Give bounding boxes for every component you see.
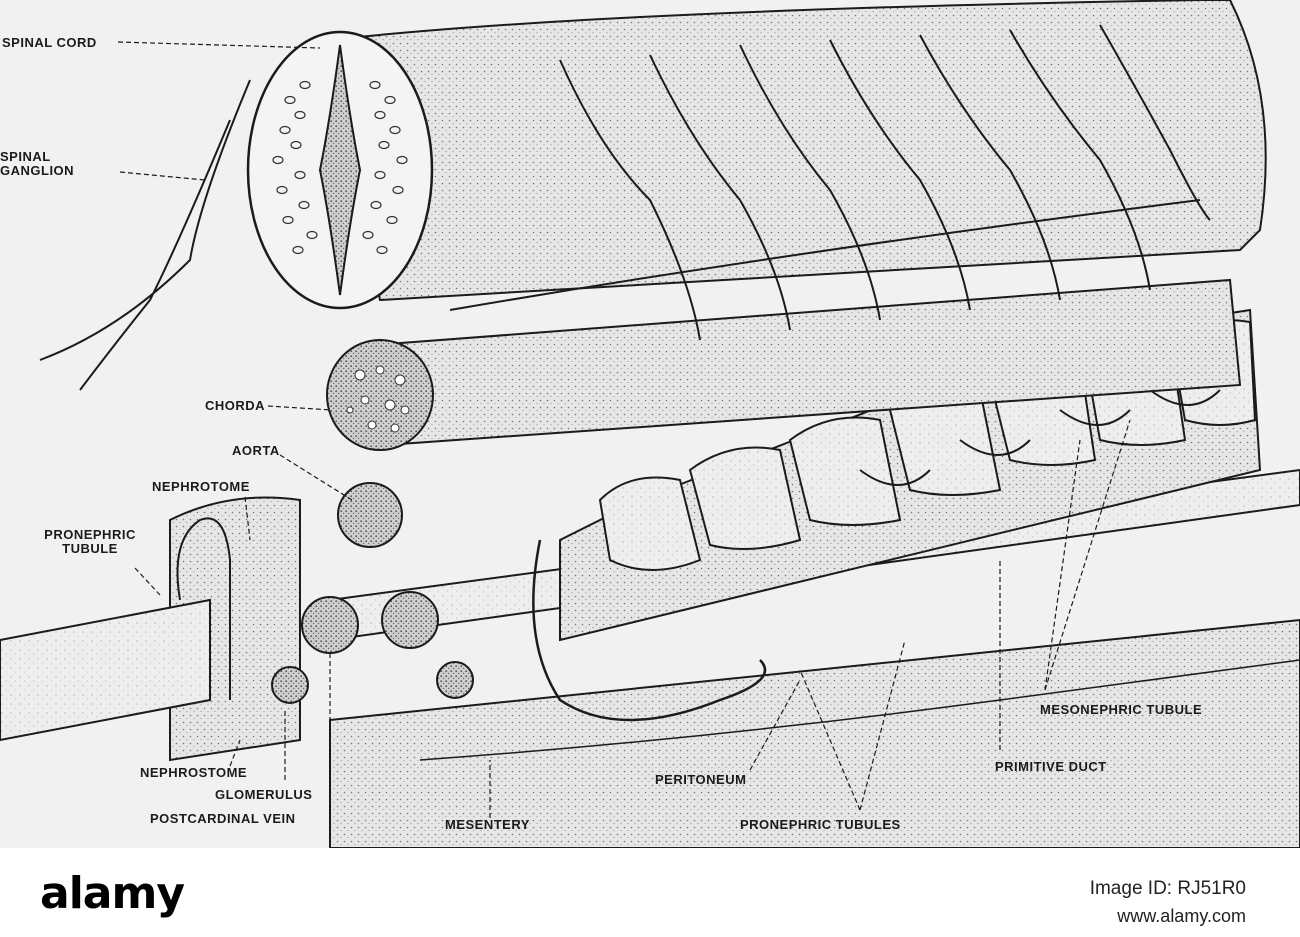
label-nephrotome: NEPHROTOME — [152, 479, 250, 494]
label-pronephric-tubules: PRONEPHRIC TUBULES — [740, 817, 901, 832]
mesonephric-tubule-loops — [859, 389, 1221, 486]
label-mesentery: MESENTERY — [445, 817, 530, 832]
label-spinal-cord: SPINAL CORD — [2, 35, 97, 50]
label-spinal-ganglion: SPINAL GANGLION — [0, 149, 75, 178]
label-chorda: CHORDA — [205, 398, 266, 413]
spinal-cord-body — [328, 0, 1267, 302]
label-glomerulus: GLOMERULUS — [215, 787, 313, 802]
label-primitive-duct: PRIMITIVE DUCT — [995, 759, 1107, 774]
notochord-section — [326, 339, 434, 451]
pronephric-tubule-loop — [176, 517, 231, 700]
nephrostome-hook — [532, 539, 767, 722]
site-url: www.alamy.com — [1117, 906, 1246, 926]
watermark-footer: alamy Image ID: RJ51R0 www.alamy.com — [0, 848, 1300, 937]
label-aorta: AORTA — [232, 443, 280, 458]
diagram-drawing — [0, 0, 1300, 848]
alamy-logo: alamy — [40, 868, 185, 919]
embryo-kidney-diagram: SPINAL CORD SPINAL GANGLION CHORDA AORTA… — [0, 0, 1300, 848]
label-pronephric-tubule: PRONEPHRIC TUBULE — [44, 527, 136, 556]
spinal-nerves — [559, 24, 1211, 341]
peritoneum-edge — [419, 659, 1300, 761]
aorta — [337, 482, 403, 548]
postcardinal-vein-left — [301, 596, 359, 654]
notochord-cells — [346, 365, 410, 433]
pronephric-tubule-lobes — [598, 319, 1257, 571]
spinal-ganglion — [39, 79, 251, 391]
spinal-cord-cells — [272, 80, 408, 255]
left-duct — [0, 598, 211, 742]
glomerulus-left — [271, 666, 309, 704]
nerve-trunk — [449, 199, 1201, 311]
image-id: Image ID: RJ51R0 — [1089, 878, 1246, 899]
neural-canal — [318, 44, 362, 296]
mesentery-sheet — [329, 618, 1300, 848]
label-leader-lines — [117, 41, 1131, 818]
label-mesonephric-tubule: MESONEPHRIC TUBULE — [1040, 702, 1203, 717]
glomerulus-right — [436, 661, 474, 699]
postcardinal-vein-right — [381, 591, 439, 649]
label-peritoneum: PERITONEUM — [655, 772, 747, 787]
label-postcardinal-vein: POSTCARDINAL VEIN — [150, 811, 296, 826]
label-nephrostome: NEPHROSTOME — [140, 765, 248, 780]
